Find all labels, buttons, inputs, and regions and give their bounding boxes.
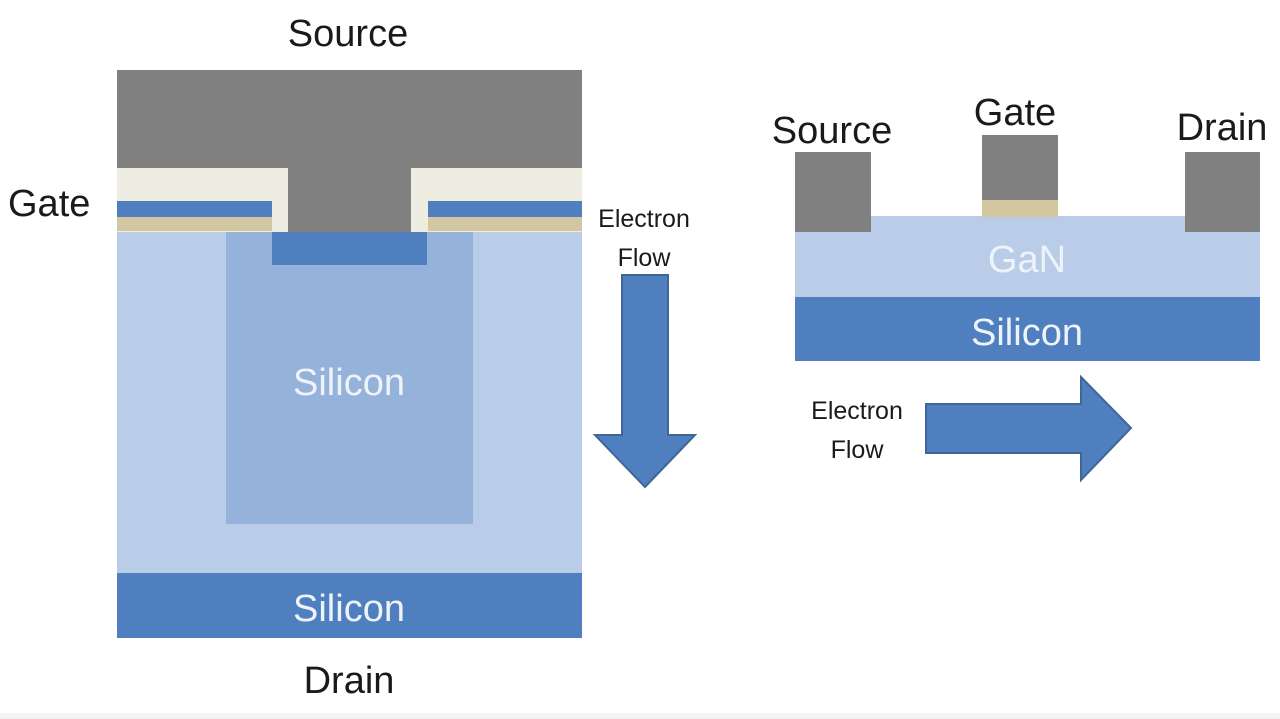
left-source-label: Source — [288, 13, 408, 55]
right-drain-contact — [1185, 152, 1260, 232]
left-gate-tan-left — [117, 217, 272, 231]
right-electron-flow-label-line2: Flow — [831, 436, 885, 464]
left-gate-blue-right — [428, 201, 582, 217]
right-gate-label: Gate — [974, 92, 1056, 134]
right-gate-contact — [982, 135, 1058, 201]
right-electron-flow-right-arrow-icon — [925, 374, 1133, 483]
left-gate-label: Gate — [8, 183, 90, 225]
left-n-plus-region — [272, 232, 427, 265]
right-source-label: Source — [772, 110, 892, 152]
right-silicon-label: Silicon — [971, 312, 1083, 354]
right-gan-layer — [795, 216, 1260, 298]
left-source-metal — [117, 70, 582, 233]
right-gan-label: GaN — [988, 239, 1066, 281]
left-silicon-body-label: Silicon — [293, 362, 405, 404]
left-body-region — [226, 232, 473, 524]
left-device: Source Gate Drain Silicon Silicon Electr… — [8, 13, 698, 702]
left-electron-flow-label-line2: Flow — [618, 244, 672, 272]
left-gate-tan-right — [428, 217, 582, 231]
left-electron-flow-down-arrow-icon — [592, 274, 698, 489]
bottom-edge-strip — [0, 713, 1280, 719]
right-gate-tan-layer — [982, 200, 1058, 217]
right-drain-label: Drain — [1177, 107, 1268, 149]
left-silicon-substrate-label: Silicon — [293, 588, 405, 630]
right-source-contact — [795, 152, 871, 232]
left-gate-blue-left — [117, 201, 272, 217]
right-silicon-layer — [795, 297, 1260, 361]
right-electron-flow-label-line1: Electron — [811, 397, 903, 425]
right-device: Source Gate Drain GaN Silicon Electron F… — [772, 92, 1268, 483]
left-drain-label: Drain — [304, 660, 395, 702]
left-electron-flow-label-line1: Electron — [598, 205, 690, 233]
left-substrate-silicon — [117, 573, 582, 638]
